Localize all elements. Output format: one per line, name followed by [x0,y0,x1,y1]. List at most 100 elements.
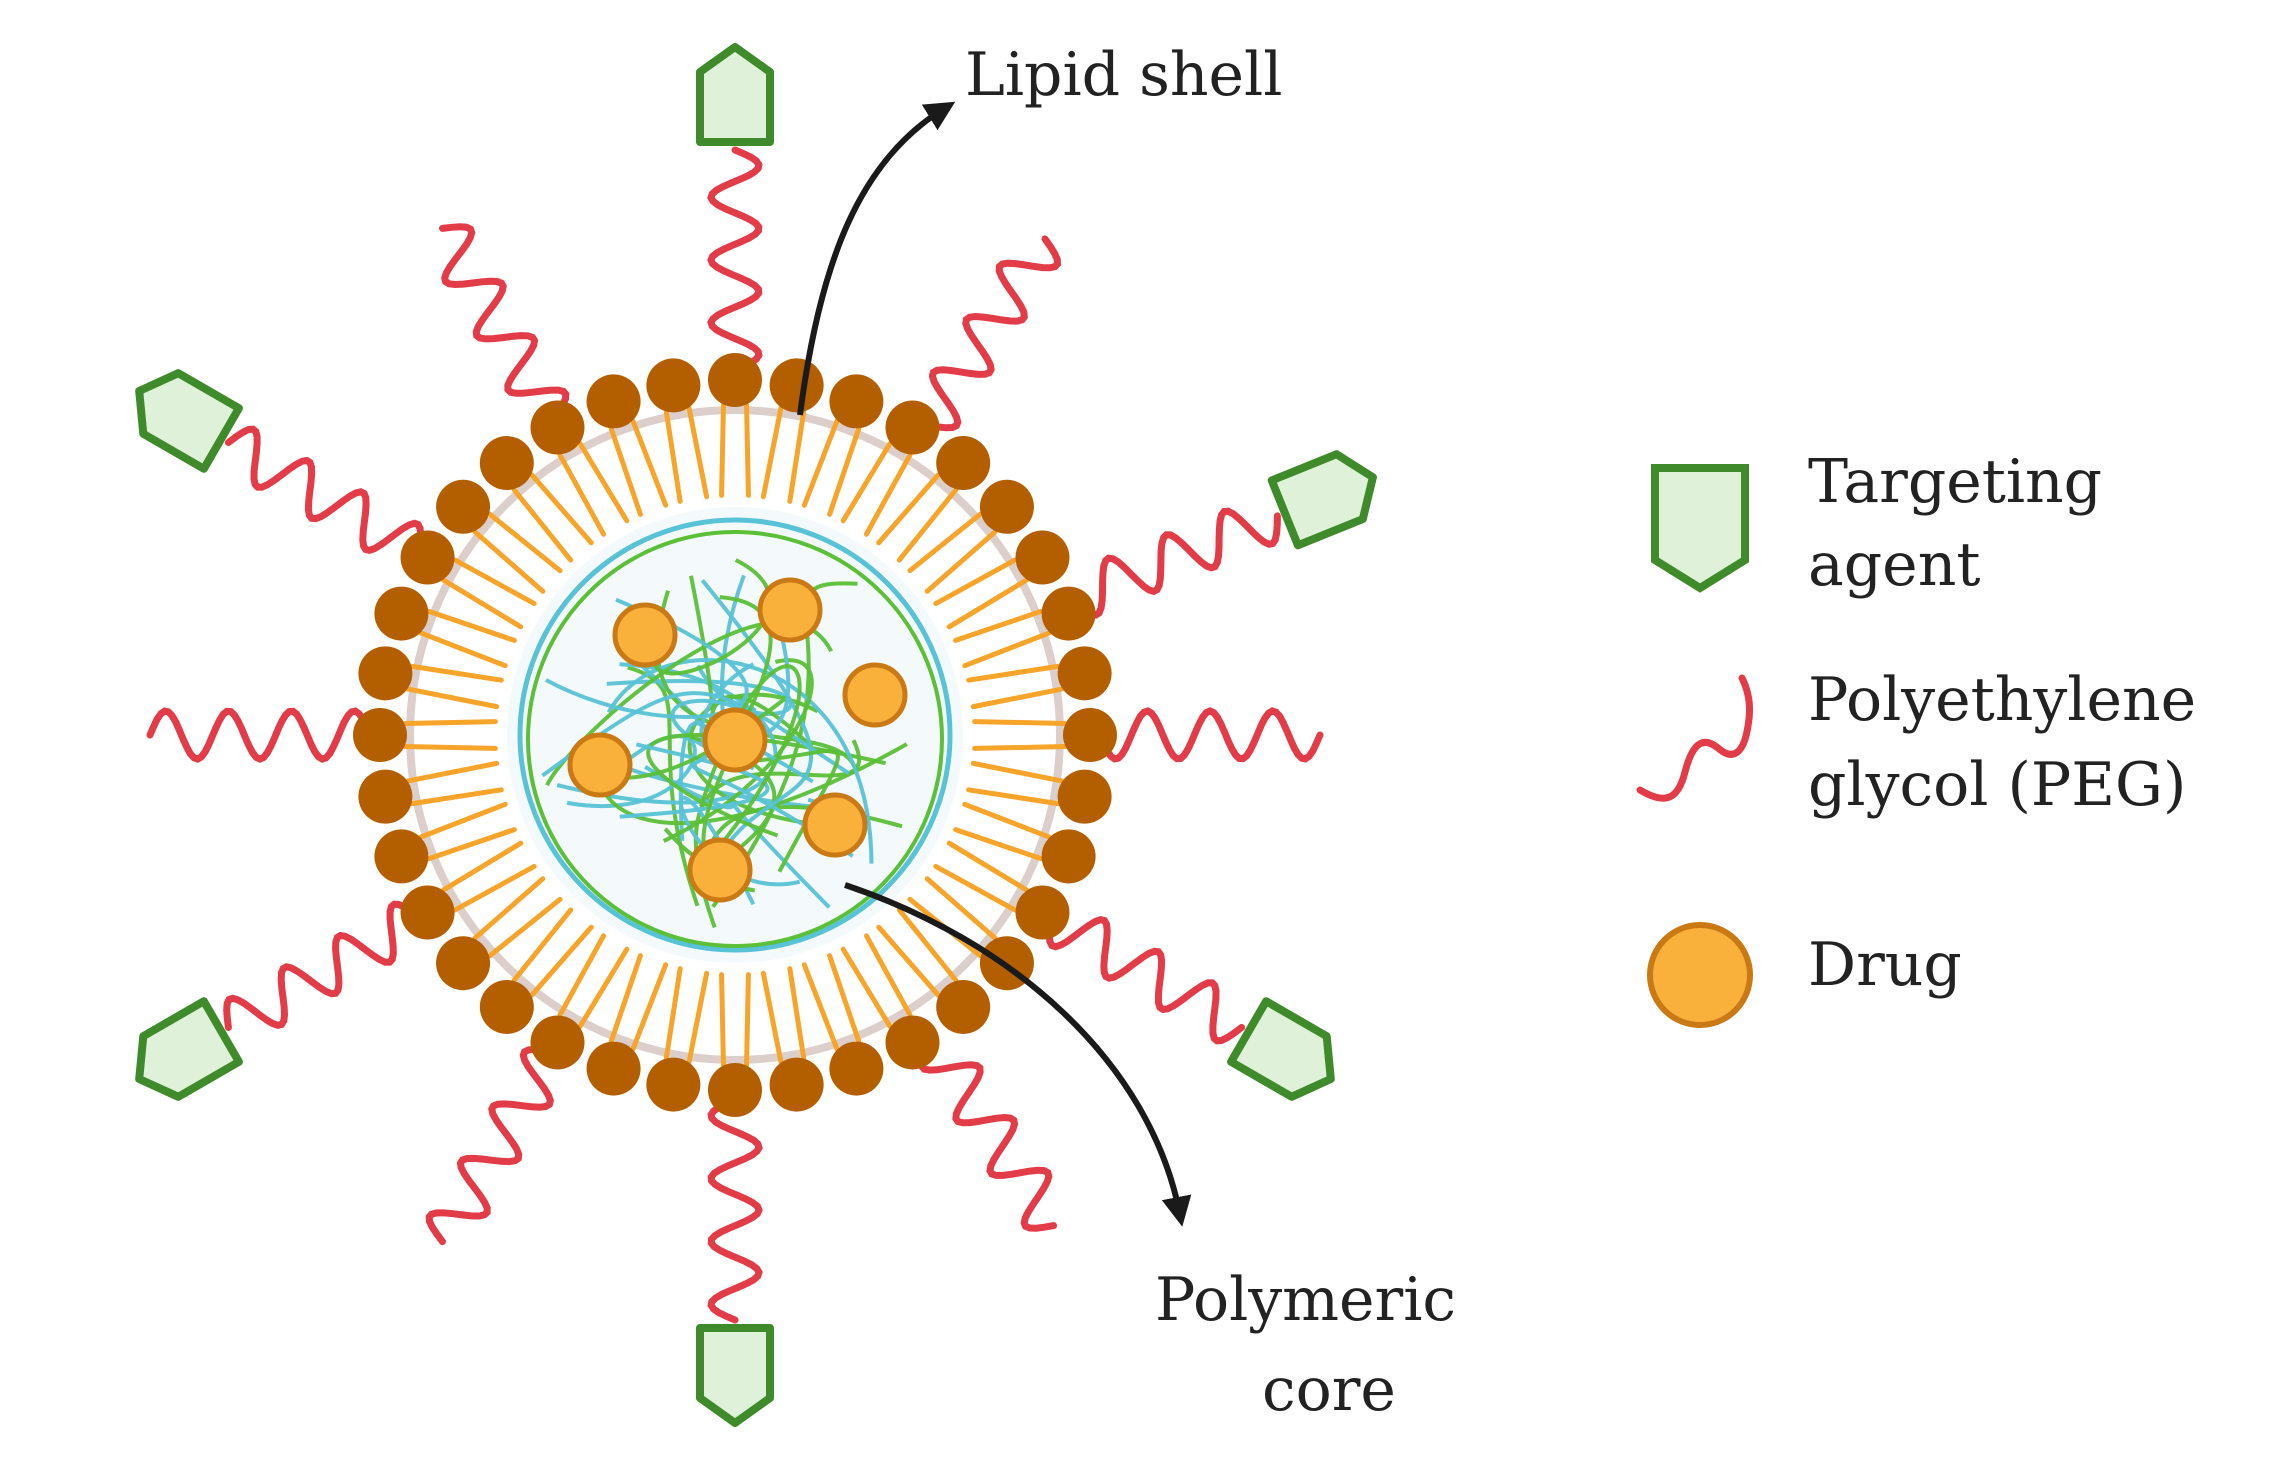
lipid-tail [876,924,941,998]
lipid-shell [353,353,1117,1117]
lipid-tail [924,876,998,941]
lipid-tail [970,686,1065,710]
lipid-head [1057,769,1112,824]
lipid-tail [863,452,913,537]
lipid-head [646,358,701,413]
lipid-tail [946,840,1029,893]
lipid-head [586,374,641,429]
lipid-tail [953,608,1044,643]
lipid-head [1015,530,1070,585]
lipid-heads [353,353,1117,1117]
peg-chain [707,1096,763,1324]
lipid-head [885,400,940,455]
lipid-tail [402,744,498,751]
lipid-head [769,1057,824,1112]
lipid-head [530,400,585,455]
lipid-tail [801,962,840,1052]
lipid-tail [896,487,959,563]
lipid-tail [876,472,941,546]
lipid-tail [511,907,574,983]
lipid-head [479,436,534,491]
lipid-tail [472,529,546,594]
polymeric-core-label-line2: core [1262,1355,1396,1425]
polymeric-core-arrow [844,882,1192,1227]
lipid-head [829,1041,884,1096]
lipid-tail [962,801,1052,840]
peg-chain [918,1037,1058,1232]
lipid-head [1057,646,1112,701]
lipid-tail [719,972,726,1068]
lipid-tail [663,966,683,1061]
legend-targeting-line1: Targeting [1808,447,2102,517]
lipid-tail [907,511,983,574]
lipid-tail [924,529,998,594]
core-rim [526,530,944,948]
lipid-head [400,885,455,940]
drug-particle [842,662,908,728]
lipid-tail [452,557,537,607]
lipid-tail [972,744,1068,751]
lipid-shell-arrow [797,101,956,416]
peg-chains [146,146,1324,1324]
lipid-head [829,374,884,429]
peg-chain [1045,914,1246,1045]
peg-chain [223,900,423,1031]
lipid-tail [608,953,643,1044]
lipid-tail [686,405,710,500]
lipid-head [436,936,491,991]
lipid-head [1041,829,1096,884]
lipid-tail [630,962,669,1052]
lipid-tail [630,418,669,508]
peg-chain [439,223,570,423]
lipid-tail [557,452,607,537]
lipid-head [353,708,407,762]
targeting-agents [135,43,1377,1427]
lipid-tail [418,801,508,840]
lipid-head [358,646,413,701]
lipid-tail [801,418,840,508]
shell-inner-ring [406,406,1064,1064]
lipid-tail [972,719,1068,726]
lipid-head [979,479,1034,534]
drug-particle [702,707,768,773]
lipid-tail [827,426,862,517]
lipid-tail [608,426,643,517]
lipid-tail [760,405,784,500]
peg-chain [146,707,374,763]
peg-chain [924,235,1062,432]
lipid-tail [719,402,726,498]
lipid-tail [970,760,1065,784]
legend-peg-line1: Polyethylene [1808,665,2196,735]
polymer-strand [662,658,814,843]
lipid-tail [405,686,500,710]
drugs [567,577,908,903]
lipid-tail [577,946,630,1029]
peg-chain [425,1045,556,1246]
targeting-agent [696,43,774,146]
legend-peg-line2: glycol (PEG) [1808,750,2186,820]
lipid-tail [760,970,784,1065]
lipid-head [358,769,413,824]
lipid-tail [557,933,607,1018]
lipid-tail [452,863,537,913]
drug-particle [567,732,633,798]
lipid-tail [686,970,710,1065]
lipid-tail [946,577,1029,630]
lipid-head [708,353,762,407]
lipid-tail [409,787,504,807]
legend: Targeting agent Polyethylene glycol (PEG… [1636,447,2196,1028]
lipid-tail [787,966,807,1061]
drug-particle [687,837,753,903]
lipid-tail [840,946,893,1029]
lipid-head [885,1015,940,1070]
lipid-head [708,1063,762,1117]
lipid-head [400,530,455,585]
legend-drug: Drug [1808,930,1962,1000]
lipid-tail [966,663,1061,683]
lipid-tail [663,409,683,504]
lipid-tail [441,577,524,630]
polymeric-core [507,507,963,963]
lipid-head [936,436,991,491]
lipid-head [374,586,429,641]
